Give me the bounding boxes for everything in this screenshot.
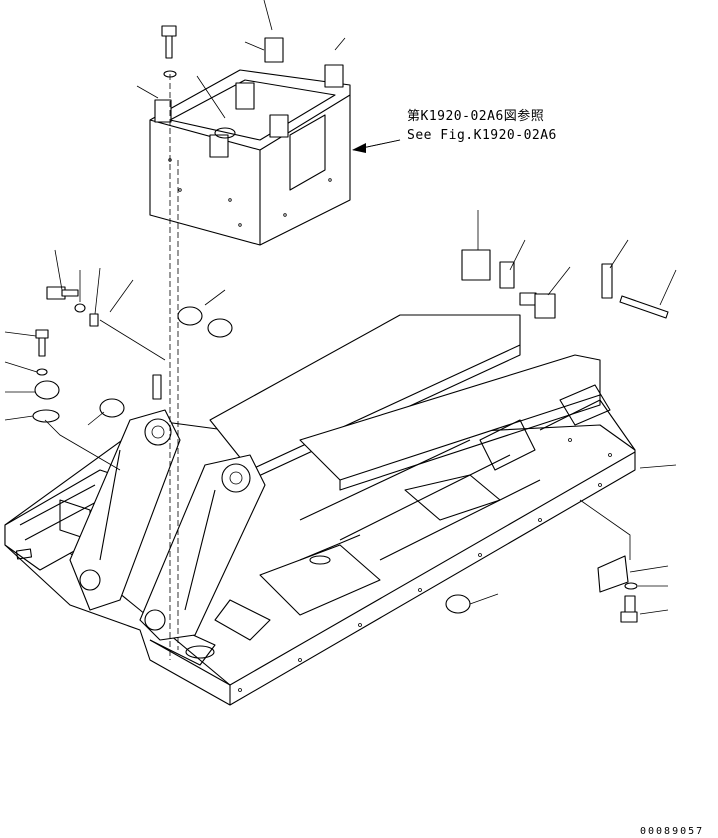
left-hardware	[32, 286, 162, 423]
lower-right-hardware	[597, 555, 638, 623]
assembly-lines	[44, 74, 631, 660]
shims	[461, 249, 669, 319]
reference-note-jp: 第K1920-02A6図参照	[407, 108, 544, 124]
document-number: 00089057	[640, 826, 704, 837]
revolving-frame	[4, 314, 636, 706]
reference-arrow	[352, 139, 401, 153]
bolt-top	[161, 25, 177, 78]
cab-box	[149, 37, 351, 246]
leader-lines	[4, 0, 677, 615]
reference-note-en: See Fig.K1920-02A6	[407, 128, 557, 143]
bushings	[99, 306, 471, 614]
